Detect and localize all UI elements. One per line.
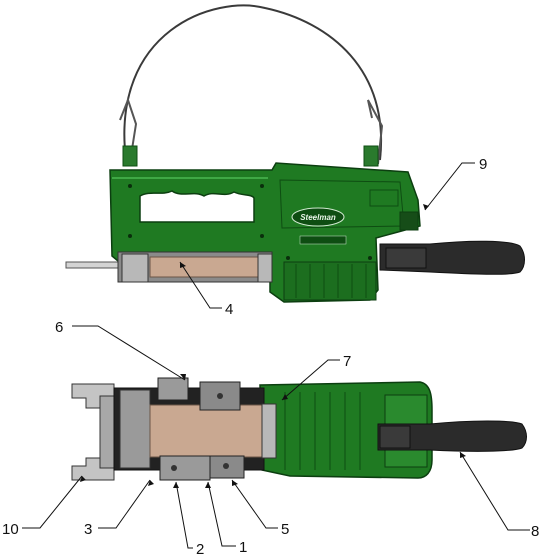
callout-6: 6 <box>55 319 63 336</box>
callout-8: 8 <box>531 523 539 540</box>
callout-9: 9 <box>479 156 487 173</box>
callout-4: 4 <box>225 301 233 318</box>
clamp-bottom <box>159 455 211 481</box>
callout-5: 5 <box>281 521 289 538</box>
heat-tube-side <box>149 256 261 278</box>
heat-tube-plan <box>149 404 269 458</box>
brand-badge <box>291 207 345 227</box>
callout-2: 2 <box>196 541 204 558</box>
leader-lines <box>22 162 530 549</box>
callout-10: 10 <box>2 521 19 538</box>
side-view: Steelman <box>65 4 525 303</box>
motor-block <box>283 261 377 301</box>
leader-arrowheads <box>80 204 466 488</box>
top-view <box>71 377 527 481</box>
jaw-rod <box>65 261 125 269</box>
callout-3: 3 <box>84 521 92 538</box>
strap-mount-left <box>122 145 138 167</box>
clamp-top <box>157 377 189 401</box>
strap-mount-right <box>363 145 379 167</box>
handle-opening <box>139 190 255 223</box>
callout-7: 7 <box>343 353 351 370</box>
carry-strap <box>123 4 383 161</box>
plan-rear-grip <box>377 420 527 452</box>
callout-1: 1 <box>239 539 247 556</box>
brand-label: Steelman <box>300 213 336 222</box>
